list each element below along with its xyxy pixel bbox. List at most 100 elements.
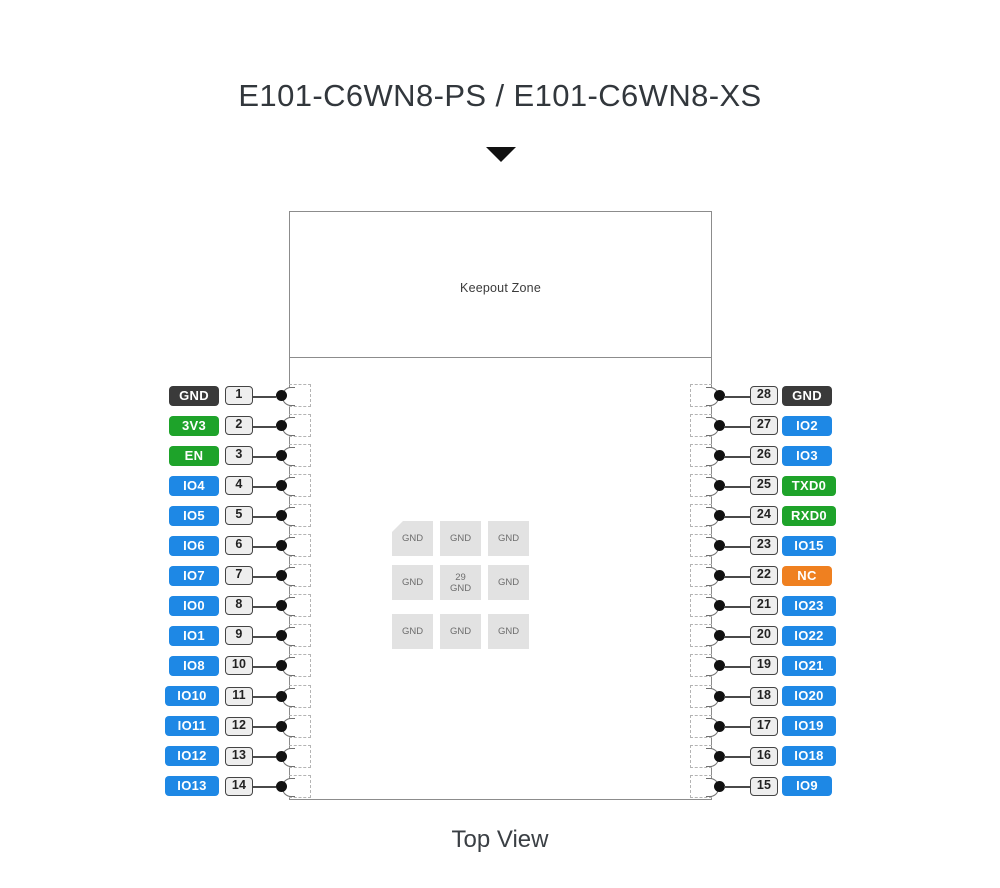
pin-number-2[interactable]: 2 <box>225 416 253 436</box>
castellated-pad <box>690 534 719 558</box>
pin-number-26[interactable]: 26 <box>750 446 778 466</box>
pin-number-24[interactable]: 24 <box>750 506 778 526</box>
pin-label-io0[interactable]: IO0 <box>169 595 219 616</box>
pin-leader-line <box>251 635 276 638</box>
pin-label-io10[interactable]: IO10 <box>165 686 219 706</box>
pin-label-rxd0[interactable]: RXD0 <box>782 505 836 526</box>
gnd-pad: GND <box>440 521 481 556</box>
gnd-pad: GND <box>440 614 481 649</box>
pin-number-17[interactable]: 17 <box>750 716 778 736</box>
pin-number-25[interactable]: 25 <box>750 476 778 496</box>
center-pad-label: GND <box>449 582 472 594</box>
pin-label-io1[interactable]: IO1 <box>169 625 219 646</box>
pin-number-27[interactable]: 27 <box>750 416 778 436</box>
pin-number-9[interactable]: 9 <box>225 626 253 646</box>
pin-terminal-dot <box>714 480 725 492</box>
pin-number-22[interactable]: 22 <box>750 566 778 586</box>
pin-terminal-dot <box>714 510 725 522</box>
pin-number-18[interactable]: 18 <box>750 686 778 706</box>
center-pad-number: 29 <box>455 571 466 583</box>
pin-label-io9[interactable]: IO9 <box>782 776 832 797</box>
pin-label-io22[interactable]: IO22 <box>782 625 836 646</box>
castellated-pad <box>690 504 719 528</box>
pin-label-io11[interactable]: IO11 <box>165 716 219 737</box>
pin-label-gnd[interactable]: GND <box>782 385 832 406</box>
pin-terminal-dot <box>276 480 287 492</box>
pin-label-gnd[interactable]: GND <box>169 385 219 406</box>
pin-number-5[interactable]: 5 <box>225 506 253 526</box>
pin-number-14[interactable]: 14 <box>225 776 253 796</box>
gnd-pad-label: GND <box>401 533 424 544</box>
pin-label-io19[interactable]: IO19 <box>782 716 836 737</box>
pin-number-7[interactable]: 7 <box>225 566 253 586</box>
pin-label-io20[interactable]: IO20 <box>782 686 836 706</box>
pin-number-6[interactable]: 6 <box>225 536 253 556</box>
pin-terminal-dot <box>714 420 725 432</box>
pin-leader-line <box>251 515 276 518</box>
pin-label-io12[interactable]: IO12 <box>165 746 219 767</box>
pin-number-15[interactable]: 15 <box>750 776 778 796</box>
pin-number-19[interactable]: 19 <box>750 656 778 676</box>
pin-label-io21[interactable]: IO21 <box>782 655 836 676</box>
pin-terminal-dot <box>276 720 287 732</box>
gnd-pad-label: GND <box>497 577 520 588</box>
pin-number-13[interactable]: 13 <box>225 746 253 766</box>
pin-leader-line <box>251 665 276 668</box>
pin-terminal-dot <box>276 600 287 612</box>
castellated-pad <box>282 384 311 407</box>
gnd-pad-label: GND <box>497 626 520 637</box>
pin-leader-line <box>251 425 276 428</box>
pin-number-20[interactable]: 20 <box>750 626 778 646</box>
keepout-divider <box>289 357 712 358</box>
pin-label-io7[interactable]: IO7 <box>169 565 219 586</box>
triangle-down-icon <box>486 147 516 162</box>
pin-terminal-dot <box>276 450 287 462</box>
pin-label-io15[interactable]: IO15 <box>782 535 836 556</box>
pin-label-io13[interactable]: IO13 <box>165 776 219 797</box>
pin-label-3v3[interactable]: 3V3 <box>169 415 219 436</box>
castellated-pad <box>282 444 311 468</box>
pin-leader-line <box>724 575 750 578</box>
pin-terminal-dot <box>276 510 287 522</box>
pin-label-io6[interactable]: IO6 <box>169 535 219 556</box>
gnd-pad-label: GND <box>449 533 472 544</box>
castellated-pad <box>690 744 719 768</box>
pin-number-21[interactable]: 21 <box>750 596 778 616</box>
pin-number-23[interactable]: 23 <box>750 536 778 556</box>
pin-label-io23[interactable]: IO23 <box>782 595 836 616</box>
castellated-pad <box>690 624 719 648</box>
pin-terminal-dot <box>714 390 725 401</box>
pin-number-11[interactable]: 11 <box>225 686 253 706</box>
pin-label-nc[interactable]: NC <box>782 565 832 586</box>
pin-number-4[interactable]: 4 <box>225 476 253 496</box>
pin-number-3[interactable]: 3 <box>225 446 253 466</box>
gnd-pad-label: GND <box>449 626 472 637</box>
gnd-pad-label: GND <box>401 626 424 637</box>
pin-label-en[interactable]: EN <box>169 445 219 466</box>
pin-label-io2[interactable]: IO2 <box>782 415 832 436</box>
pin-label-io8[interactable]: IO8 <box>169 655 219 676</box>
pin-leader-line <box>251 575 276 578</box>
castellated-pad <box>690 684 719 708</box>
castellated-pad <box>282 774 311 798</box>
pin-label-txd0[interactable]: TXD0 <box>782 475 836 496</box>
pin-number-10[interactable]: 10 <box>225 656 253 676</box>
gnd-pad: GND <box>392 614 433 649</box>
pin-number-1[interactable]: 1 <box>225 386 253 405</box>
castellated-pad <box>690 414 719 438</box>
gnd-pad: GND <box>488 614 529 649</box>
pin-leader-line <box>724 485 750 488</box>
pin-terminal-dot <box>276 630 287 642</box>
pin-leader-line <box>724 786 750 789</box>
pin-terminal-dot <box>276 660 287 672</box>
pin-label-io3[interactable]: IO3 <box>782 445 832 466</box>
pin-label-io4[interactable]: IO4 <box>169 475 219 496</box>
pin-number-12[interactable]: 12 <box>225 716 253 736</box>
pin-number-8[interactable]: 8 <box>225 596 253 616</box>
pin-label-io5[interactable]: IO5 <box>169 505 219 526</box>
pin-number-28[interactable]: 28 <box>750 386 778 405</box>
pin-number-16[interactable]: 16 <box>750 746 778 766</box>
pin-label-io18[interactable]: IO18 <box>782 746 836 767</box>
